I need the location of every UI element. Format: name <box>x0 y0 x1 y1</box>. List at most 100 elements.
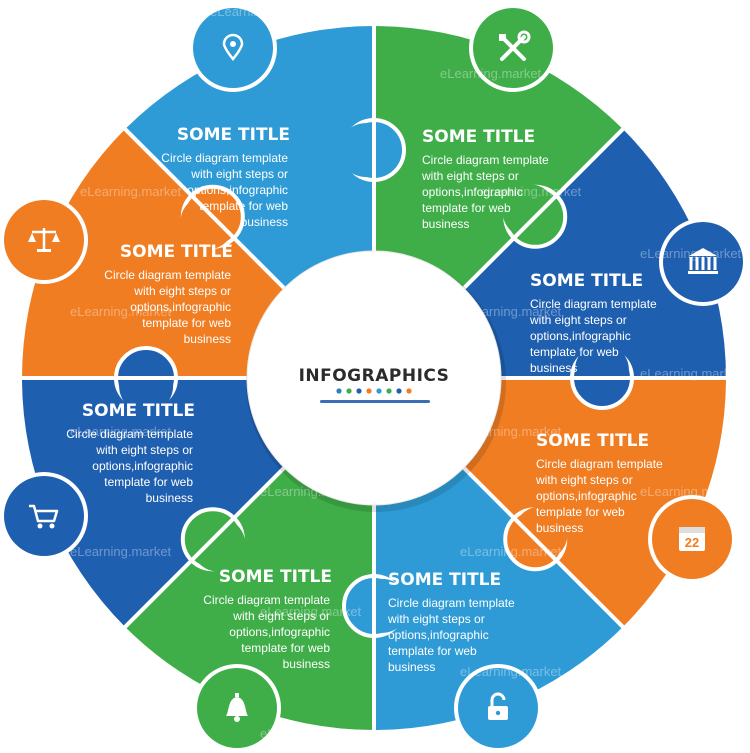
segment-body-line: Circle diagram template <box>203 593 330 607</box>
segment-title: SOME TITLE <box>422 127 535 147</box>
segment-body-line: options,infographic <box>187 183 288 197</box>
shopping-cart-icon <box>0 472 88 560</box>
segment-body-line: with eight steps or <box>232 609 330 623</box>
segment-body-line: with eight steps or <box>133 284 231 298</box>
segment-body-line: business <box>146 491 193 505</box>
segment-body-line: Circle diagram template <box>66 427 193 441</box>
location-pin-icon <box>189 4 277 92</box>
segment-body-line: business <box>241 215 288 229</box>
segment-1-knob-fill <box>339 123 393 178</box>
watermark-text: eLearning.market <box>440 66 542 81</box>
watermark-text: eLearning.market <box>80 184 182 199</box>
segment-body-line: options,infographic <box>388 628 489 642</box>
segment-body-line: with eight steps or <box>529 313 627 327</box>
segment-5-knob-fill <box>355 578 409 633</box>
segment-title: SOME TITLE <box>536 431 649 451</box>
segment-body-line: options,infographic <box>229 625 330 639</box>
center-dot <box>376 388 382 394</box>
segment-body-line: with eight steps or <box>95 443 193 457</box>
center-dot <box>386 388 392 394</box>
watermark-text: eLearning.market <box>70 544 172 559</box>
segment-3-text: SOME TITLE Circle diagram template with ei… <box>529 271 657 375</box>
watermark-layer: eLearning.market eLearning.market eLearnin… <box>70 4 742 741</box>
segment-body-line: with eight steps or <box>190 167 288 181</box>
segment-body-line: Circle diagram template <box>161 151 288 165</box>
watermark-text: eLearning.market <box>260 726 362 741</box>
segment-body-line: business <box>536 521 583 535</box>
segment-body-line: business <box>283 657 330 671</box>
segment-title: SOME TITLE <box>120 242 233 262</box>
segment-body-line: business <box>388 660 435 674</box>
center-dot <box>396 388 402 394</box>
segment-body-line: template for web <box>388 644 477 658</box>
segment-title: SOME TITLE <box>82 401 195 421</box>
center-dot <box>346 388 352 394</box>
center-dots <box>336 388 412 394</box>
center-hub: INFOGRAPHICS <box>246 250 506 512</box>
watermark-text: eLearning.market <box>260 604 362 619</box>
segment-body-line: options,infographic <box>530 329 631 343</box>
segment-body-line: template for web <box>422 201 511 215</box>
segment-6-knob-fill <box>191 517 246 572</box>
center-title: INFOGRAPHICS <box>299 366 450 386</box>
segment-body-line: options,infographic <box>422 185 523 199</box>
segment-body-line: Circle diagram template <box>422 153 549 167</box>
calendar-day-text: 22 <box>685 535 699 550</box>
segment-7-knob-fill <box>119 359 174 413</box>
center-circle <box>246 250 502 506</box>
segment-body-line: template for web <box>530 345 619 359</box>
segment-body-line: with eight steps or <box>535 473 633 487</box>
segment-2-text: SOME TITLE Circle diagram template with ei… <box>421 127 549 231</box>
watermark-text: eLearning.market <box>460 664 562 679</box>
scales-icon <box>0 196 88 284</box>
segment-2-knob-fill <box>502 184 557 239</box>
segment-8-text: SOME TITLE Circle diagram template with ei… <box>104 242 233 346</box>
watermark-text: eLearning.market <box>210 4 312 19</box>
icon-badge <box>4 476 84 556</box>
watermark-text: eLearning.market <box>460 544 562 559</box>
watermark-text: eLearning.market <box>460 424 562 439</box>
icons-layer: 22 <box>0 4 747 752</box>
segment-body-line: options,infographic <box>130 300 231 314</box>
segment-body-line: template for web <box>142 316 231 330</box>
center-dot <box>356 388 362 394</box>
center-dot <box>406 388 412 394</box>
segment-body-line: with eight steps or <box>387 612 485 626</box>
segment-body-line: template for web <box>199 199 288 213</box>
segment-4-knob-fill <box>513 506 568 561</box>
center-underline <box>320 400 430 403</box>
segment-body-line: Circle diagram template <box>104 268 231 282</box>
segment-title: SOME TITLE <box>530 271 643 291</box>
watermark-text: eLearning.market <box>640 246 742 261</box>
calendar-icon: 22 <box>648 495 736 583</box>
watermark-text: eLearning.market <box>70 304 172 319</box>
segment-body-line: Circle diagram template <box>388 596 515 610</box>
segment-body-line: template for web <box>104 475 193 489</box>
center-dot <box>336 388 342 394</box>
icon-badge <box>193 8 273 88</box>
tools-icon <box>469 4 557 92</box>
watermark-text: eLearning.market <box>460 304 562 319</box>
segment-title: SOME TITLE <box>219 567 332 587</box>
segment-7-text: SOME TITLE Circle diagram template with ei… <box>66 401 195 505</box>
text-layer: SOME TITLE Circle diagram template with ei… <box>66 125 663 674</box>
segment-body-line: template for web <box>241 641 330 655</box>
center-dot <box>366 388 372 394</box>
segment-body-line: business <box>184 332 231 346</box>
segment-6-text: SOME TITLE Circle diagram template with ei… <box>203 567 332 671</box>
segment-3-knob-fill <box>574 343 629 397</box>
segment-body-line: Circle diagram template <box>530 297 657 311</box>
watermark-text: eLearning.market <box>640 484 742 499</box>
watermark-text: eLearning.market <box>480 184 582 199</box>
segment-body-line: with eight steps or <box>421 169 519 183</box>
segment-body-line: template for web <box>536 505 625 519</box>
watermark-text: eLearning.market <box>260 484 362 499</box>
segment-body-line: business <box>422 217 469 231</box>
segment-8-knob-fill <box>180 195 235 250</box>
watermark-text: eLearning.market <box>640 366 742 381</box>
segment-body-line: options,infographic <box>536 489 637 503</box>
